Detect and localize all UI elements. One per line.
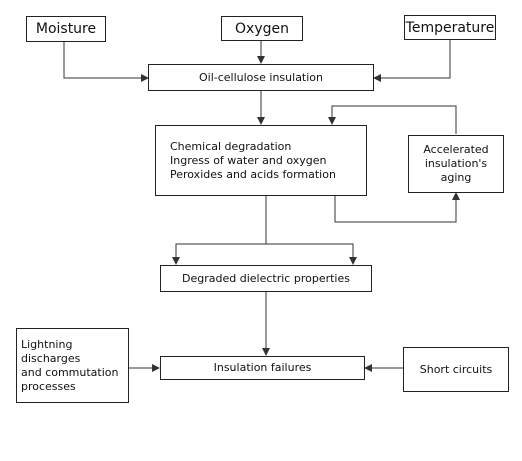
arrow-temperature-to-oil [373,40,451,82]
oxygen-box: Oxygen [221,16,303,41]
degraded-dielectric-box: Degraded dielectric properties [160,265,372,292]
moisture-label: Moisture [35,21,97,37]
accelerated-aging-box: Accelerated insulation's aging [408,135,504,193]
temperature-label: Temperature [405,19,495,36]
chemical-degradation-box: Chemical degradation Ingress of water an… [155,125,367,196]
oxygen-label: Oxygen [235,20,289,37]
lightning-box: Lightning discharges and commutation pro… [16,328,129,403]
accelerated-aging-label: Accelerated insulation's aging [423,143,489,184]
oil-cellulose-box: Oil-cellulose insulation [148,64,374,91]
arrow-moisture-to-oil [63,42,149,82]
arrow-chemical-to-accelerated [334,192,460,223]
short-circuits-label: Short circuits [419,362,493,376]
chemical-degradation-label: Chemical degradation Ingress of water an… [170,139,336,181]
moisture-box: Moisture [26,16,106,42]
insulation-failures-label: Insulation failures [213,361,312,374]
insulation-failures-box: Insulation failures [160,356,365,380]
arrow-chemical-to-degraded-right [266,243,357,265]
temperature-box: Temperature [404,15,496,40]
oil-cellulose-label: Oil-cellulose insulation [198,70,324,84]
arrow-accelerated-to-chemical [328,105,457,134]
arrow-chemical-to-degraded-split [172,196,267,265]
lightning-label: Lightning discharges and commutation pro… [21,337,119,393]
degraded-dielectric-label: Degraded dielectric properties [182,271,350,285]
short-circuits-box: Short circuits [403,347,509,392]
